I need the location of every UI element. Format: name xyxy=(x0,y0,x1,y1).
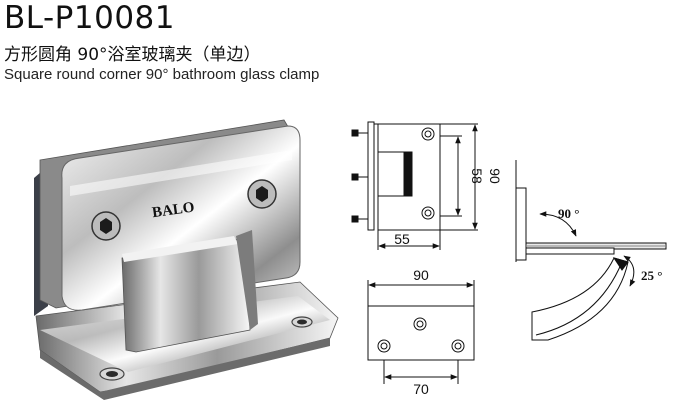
plate-view-drawing xyxy=(367,280,475,384)
product-name-english: Square round corner 90° bathroom glass c… xyxy=(4,66,320,83)
angle-label-90: 90 ° xyxy=(558,206,579,221)
angle-view-drawing xyxy=(515,160,667,341)
product-photo: BALO xyxy=(34,119,339,400)
angle-label-25: 25 ° xyxy=(641,268,662,283)
dimension-width-55: 55 xyxy=(394,231,410,247)
dimension-plate-width-90: 90 xyxy=(413,267,429,283)
dimension-height-90: 90 xyxy=(487,168,503,184)
dimension-height-58: 58 xyxy=(469,168,485,184)
product-model: BL-P10081 xyxy=(4,0,175,36)
dimension-hole-spacing-70: 70 xyxy=(413,381,429,397)
product-name-chinese: 方形圆角 90°浴室玻璃夹（单边） xyxy=(4,45,261,65)
brand-logo: BALO xyxy=(151,200,195,222)
front-view-drawing xyxy=(351,121,478,250)
